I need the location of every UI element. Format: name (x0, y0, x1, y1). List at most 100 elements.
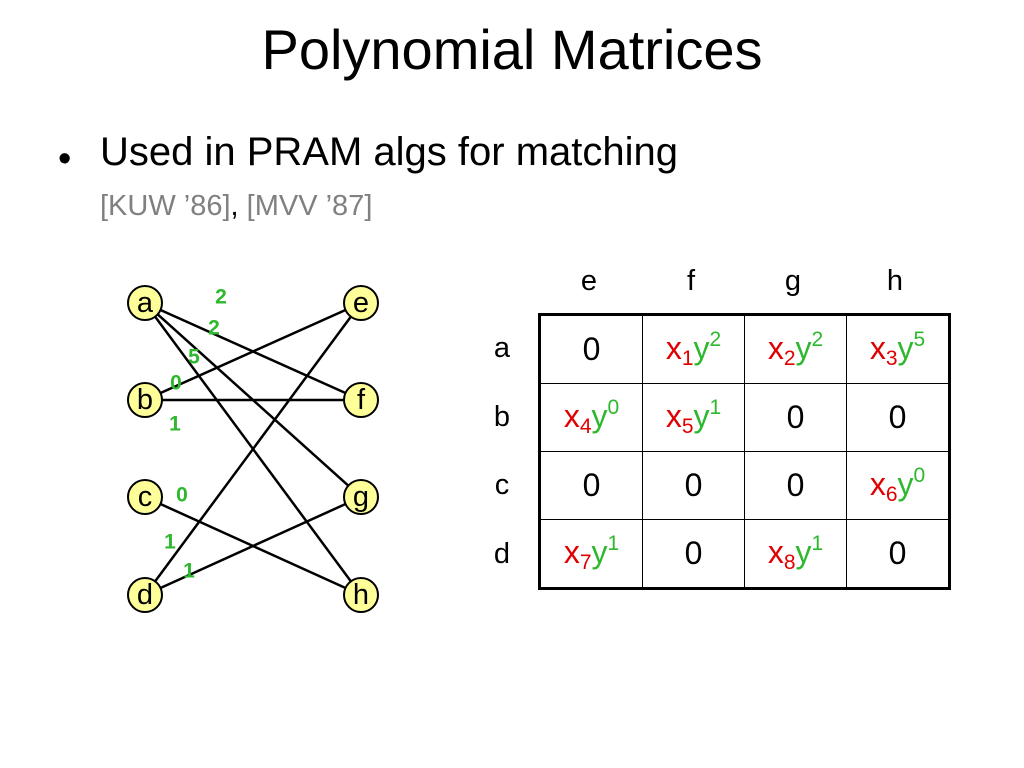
matrix-cell-c-g: 0 (744, 451, 847, 520)
y-exponent: 5 (913, 328, 926, 351)
row-header-b: b (493, 400, 511, 433)
weight-b-f: 1 (169, 413, 181, 436)
row-header-a: a (493, 332, 511, 364)
x-subscript: 5 (681, 415, 694, 438)
y-variable: y1 (795, 532, 824, 570)
y-exponent: 0 (607, 396, 620, 419)
node-label-d: d (137, 579, 153, 611)
node-label-e: e (353, 287, 369, 319)
cell-value: 0 (582, 331, 601, 367)
matrix-cell-c-f: 0 (642, 451, 745, 520)
node-f (343, 382, 379, 418)
y-variable: y1 (591, 532, 620, 570)
matrix-cell-b-g: 0 (744, 383, 847, 452)
matrix-cell-d-e: x7y1 (539, 519, 643, 589)
x-variable: x5 (665, 398, 694, 438)
y-variable: y1 (693, 396, 722, 434)
x-subscript: 2 (783, 347, 796, 370)
edge-d-e (154, 315, 352, 583)
x-variable: x7 (563, 534, 592, 574)
cell-value: 0 (786, 399, 805, 435)
cell-value: 0 (888, 535, 907, 571)
weight-a-g: 2 (208, 317, 220, 340)
matrix-column-headers: e f g h (538, 265, 946, 305)
x-subscript: 1 (681, 347, 694, 370)
x-subscript: 8 (783, 551, 796, 574)
y-variable: y0 (897, 464, 926, 502)
weight-c-h: 0 (176, 484, 188, 507)
matrix-cell-a-g: x2y2 (744, 314, 847, 384)
matrix-cell-c-h: x6y0 (846, 451, 950, 520)
y-exponent: 2 (709, 328, 722, 351)
matrix-cell-c-e: 0 (539, 451, 643, 520)
matrix-row-headers: a b c d (482, 314, 522, 588)
matrix-cell-d-g: x8y1 (744, 519, 847, 589)
y-variable: y0 (591, 396, 620, 434)
x-subscript: 4 (579, 415, 592, 438)
y-exponent: 1 (811, 532, 824, 555)
x-subscript: 6 (885, 483, 898, 506)
node-label-a: a (137, 287, 154, 319)
node-d (127, 577, 163, 613)
x-variable: x8 (767, 534, 796, 574)
y-variable: y2 (693, 328, 722, 366)
matrix-cell-a-e: 0 (539, 314, 643, 384)
graph-nodes: a b c d e f g h (127, 285, 379, 613)
x-variable: x3 (869, 330, 898, 370)
row-header-d: d (493, 537, 511, 570)
node-label-g: g (353, 481, 369, 513)
node-label-c: c (138, 481, 153, 513)
cell-value: 0 (786, 467, 805, 503)
node-label-h: h (353, 579, 369, 611)
node-label-b: b (137, 384, 153, 416)
y-exponent: 2 (811, 328, 824, 351)
bullet-text: Used in PRAM algs for matching (100, 130, 679, 174)
matrix-cell-d-h: 0 (846, 519, 950, 589)
col-header-h: h (886, 265, 904, 297)
col-header-e: e (580, 265, 598, 297)
node-c (127, 479, 163, 515)
weight-d-e: 1 (164, 531, 176, 554)
matrix-row-b: x4y0 x5y1 0 0 (539, 383, 950, 452)
x-variable: x1 (665, 330, 694, 370)
y-variable: y2 (795, 328, 824, 366)
y-exponent: 0 (913, 464, 926, 487)
cell-value: 0 (684, 535, 703, 571)
row-header-c: c (494, 469, 510, 501)
matrix-cell-b-h: 0 (846, 383, 950, 452)
matrix-cell-a-f: x1y2 (642, 314, 745, 384)
weight-d-g: 1 (183, 560, 195, 583)
cell-value: 0 (888, 399, 907, 435)
slide-title: Polynomial Matrices (261, 18, 763, 81)
col-header-f: f (686, 265, 696, 297)
graph-edges (154, 308, 352, 590)
y-exponent: 1 (709, 396, 722, 419)
weight-a-h: 5 (188, 346, 200, 369)
matrix-cell-b-f: x5y1 (642, 383, 745, 452)
node-b (127, 382, 163, 418)
node-g (343, 479, 379, 515)
weight-a-f: 2 (215, 286, 227, 309)
x-subscript: 7 (579, 551, 592, 574)
y-variable: y5 (897, 328, 926, 366)
x-variable: x4 (563, 398, 592, 438)
bullet-dot-icon: • (58, 138, 72, 180)
x-variable: x6 (869, 466, 898, 506)
edge-d-g (159, 502, 347, 590)
col-header-g: g (784, 265, 802, 297)
node-h (343, 577, 379, 613)
node-a (127, 285, 163, 321)
y-exponent: 1 (607, 532, 620, 555)
cell-value: 0 (582, 467, 601, 503)
matrix-cell-d-f: 0 (642, 519, 745, 589)
node-label-f: f (357, 384, 366, 416)
weight-b-e: 0 (170, 372, 182, 395)
x-variable: x2 (767, 330, 796, 370)
cell-value: 0 (684, 467, 703, 503)
citation-separator: , (230, 190, 247, 222)
